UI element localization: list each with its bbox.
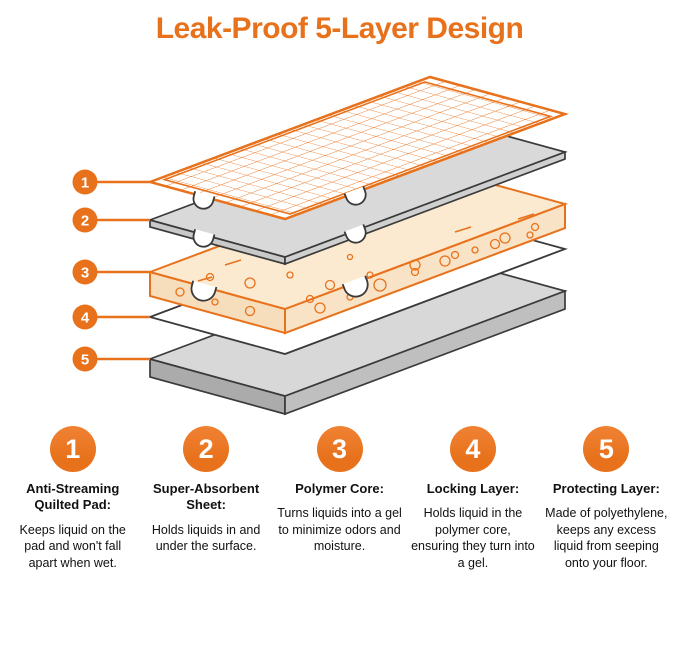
feature-column-3: 3 Polymer Core: Turns liquids into a gel… — [277, 426, 402, 571]
feature-description-4: Holds liquid in the polymer core, ensuri… — [411, 506, 535, 570]
layer-marker-3-label: 3 — [81, 265, 89, 282]
feature-list: 1 Anti-Streaming Quilted Pad: Keeps liqu… — [0, 426, 679, 571]
feature-number-badge-2: 2 — [183, 426, 230, 472]
feature-number-badge-1: 1 — [49, 426, 96, 472]
feature-description-5: Made of polyethylene, keeps any excess l… — [545, 506, 668, 570]
feature-number-badge-4: 4 — [449, 426, 496, 472]
exploded-layer-diagram: 1 2 3 4 5 — [0, 47, 679, 422]
feature-heading-2: Super-Absorbent Sheet: — [153, 481, 260, 513]
absorbent-sheet-notches — [192, 224, 367, 248]
layer-diagram-svg: 1 2 3 4 5 — [72, 75, 570, 416]
feature-column-1: 1 Anti-Streaming Quilted Pad: Keeps liqu… — [10, 426, 135, 571]
layer-marker-5: 5 — [72, 346, 98, 372]
layer-marker-4-label: 4 — [81, 310, 90, 327]
polymer-core-notches — [190, 275, 369, 302]
feature-column-5: 5 Protecting Layer: Made of polyethylene… — [544, 426, 669, 571]
feature-column-2: 2 Super-Absorbent Sheet: Holds liquids i… — [143, 426, 268, 571]
layer-marker-1: 1 — [72, 169, 98, 195]
feature-description-3: Turns liquids into a gel to minimize odo… — [277, 506, 402, 554]
page-title: Leak-Proof 5-Layer Design — [155, 12, 524, 45]
feature-heading-1: Anti-Streaming Quilted Pad: — [26, 481, 120, 513]
feature-heading-5: Protecting Layer: — [552, 481, 660, 496]
layer-marker-2: 2 — [72, 207, 98, 233]
feature-number-badge-5: 5 — [583, 426, 630, 472]
quilted-pad-notches — [192, 186, 367, 210]
layer-marker-3: 3 — [72, 259, 98, 285]
feature-description-1: Keeps liquid on the pad and won't fall a… — [19, 522, 126, 570]
layer-marker-4: 4 — [72, 304, 98, 330]
layer-marker-2-label: 2 — [81, 213, 89, 230]
layer-marker-1-label: 1 — [81, 175, 89, 192]
feature-number-badge-3: 3 — [316, 426, 363, 472]
feature-description-2: Holds liquids in and under the surface. — [151, 522, 261, 554]
layer-marker-5-label: 5 — [81, 352, 89, 369]
leader-lines — [97, 180, 150, 361]
feature-column-4: 4 Locking Layer: Holds liquid in the pol… — [410, 426, 535, 571]
feature-heading-4: Locking Layer: — [426, 481, 520, 496]
quilted-pad-layer-shape — [145, 75, 570, 221]
feature-heading-3: Polymer Core: — [295, 481, 384, 496]
